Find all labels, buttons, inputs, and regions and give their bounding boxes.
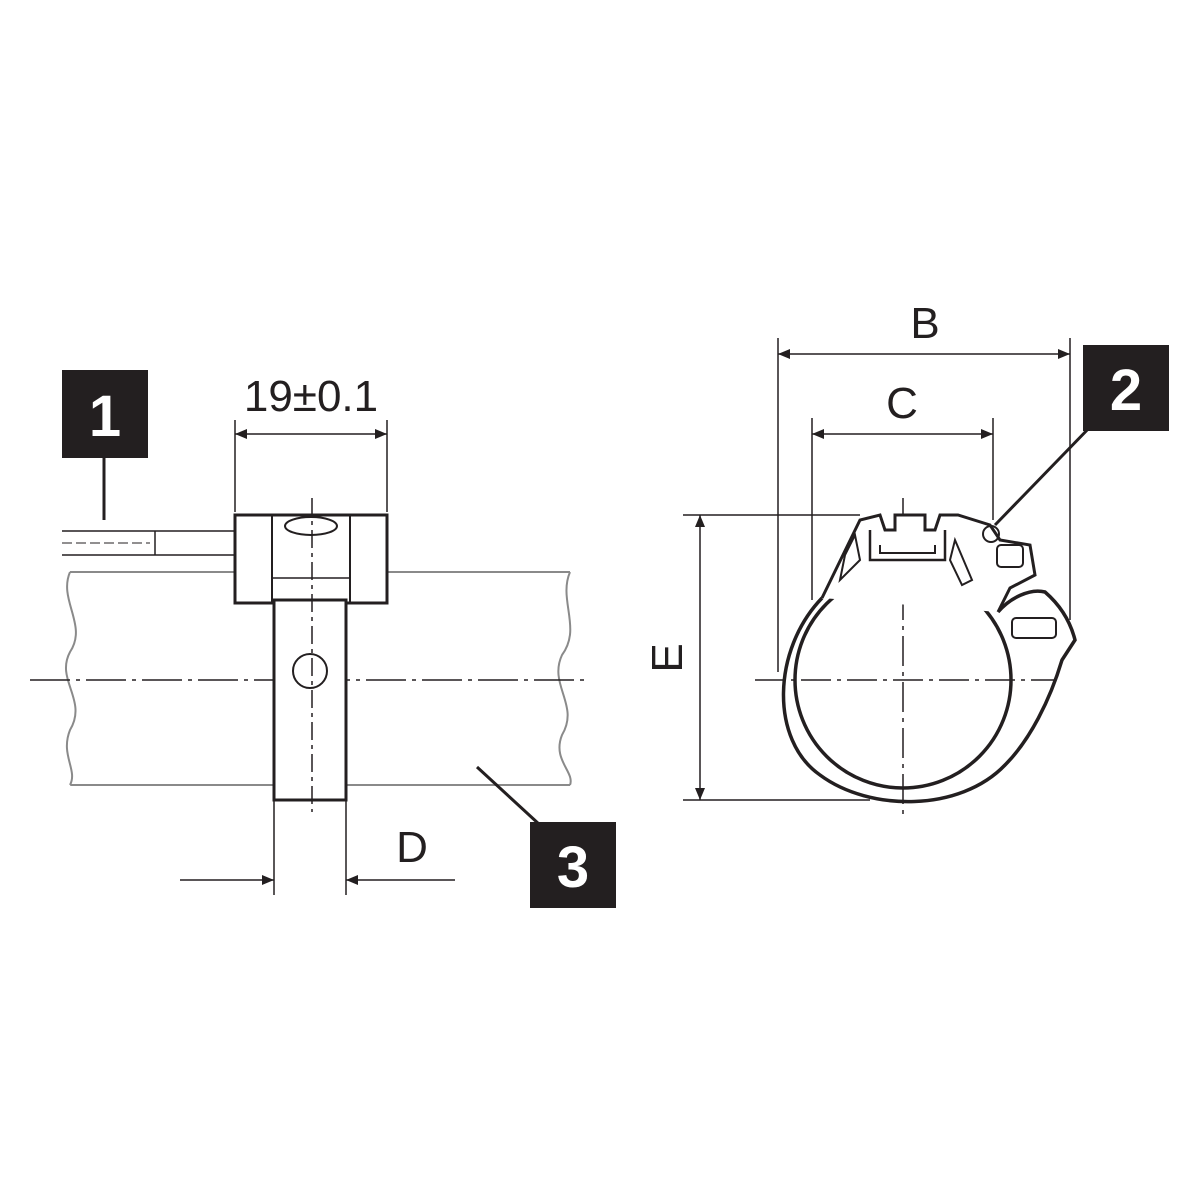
callout-1-label: 1 — [89, 384, 121, 449]
latch-slot-upper — [996, 544, 1024, 568]
dim-19: 19±0.1 — [234, 372, 388, 512]
cable — [62, 530, 235, 556]
side-view: 19±0.1 D 1 3 — [30, 370, 616, 908]
dim-B-label: B — [910, 299, 939, 348]
callout-1: 1 — [62, 370, 148, 520]
dim-B: B — [777, 299, 1071, 672]
dim-C: C — [811, 379, 994, 600]
latch-slot — [1011, 617, 1057, 639]
callout-2: 2 — [993, 345, 1169, 527]
dim-D: D — [180, 800, 455, 895]
dim-D-label: D — [396, 823, 428, 872]
clamp-ring — [781, 589, 1077, 804]
dim-C-label: C — [886, 379, 918, 428]
callout-3-label: 3 — [557, 835, 589, 900]
clip-stem — [272, 598, 348, 802]
clamp-top — [820, 513, 1037, 613]
dim-E: E — [643, 514, 870, 801]
clamp-channel — [868, 530, 947, 562]
clip-head — [233, 513, 389, 605]
dim-19-label: 19±0.1 — [244, 372, 378, 421]
clamp-window-right — [948, 536, 974, 587]
dim-E-label: E — [643, 643, 692, 672]
cable-hole — [284, 516, 338, 536]
front-view: B C E 2 — [643, 299, 1169, 818]
callout-3: 3 — [475, 765, 616, 908]
clamp-window-left — [838, 531, 862, 584]
stem-hole — [292, 653, 328, 689]
callout-2-label: 2 — [1110, 358, 1142, 423]
